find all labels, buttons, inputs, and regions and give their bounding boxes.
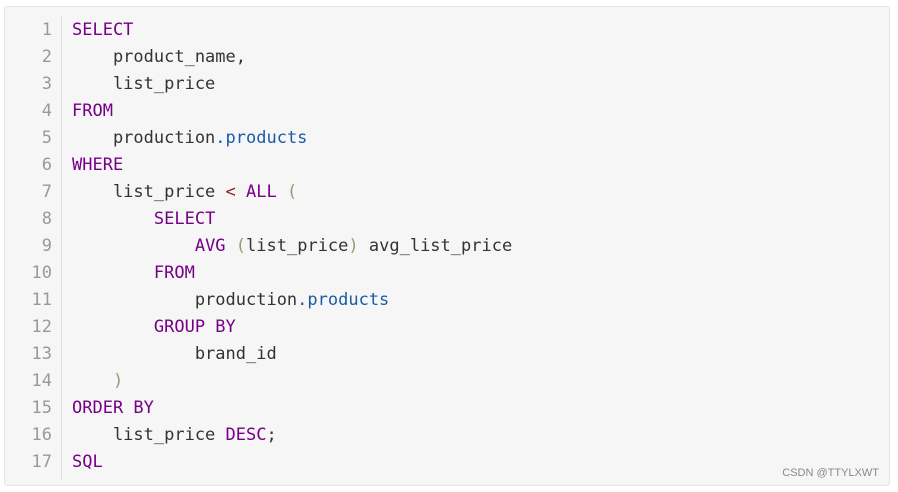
code-line: FROM (72, 260, 879, 287)
line-number: 1 (41, 20, 52, 40)
sql-keyword: FROM (153, 263, 195, 283)
code-token: list_price (72, 74, 216, 94)
sql-keyword: DESC (225, 425, 267, 445)
gutter-divider (61, 17, 62, 479)
code-line: product_name, (72, 44, 879, 71)
line-number: 7 (41, 182, 52, 202)
line-number: 14 (31, 371, 52, 391)
code-line: SELECT (72, 206, 879, 233)
code-token: avg_list_price (358, 236, 513, 256)
code-token: list_price (72, 425, 226, 445)
line-number: 2 (41, 47, 52, 67)
code-token (277, 182, 287, 202)
code-line: WHERE (72, 152, 879, 179)
sql-keyword: SELECT (72, 20, 134, 40)
sql-bracket: ( (235, 236, 247, 256)
code-line: list_price < ALL ( (72, 179, 879, 206)
sql-keyword: SELECT (153, 209, 216, 229)
line-number: 6 (41, 155, 52, 175)
sql-keyword: ALL (246, 182, 277, 202)
sql-keyword: GROUP BY (153, 317, 236, 337)
code-line: list_price DESC; (72, 422, 879, 449)
code-token: product_name, (72, 47, 246, 67)
code-line: brand_id (72, 341, 879, 368)
sql-keyword: SQL (72, 452, 103, 472)
code-line: list_price (72, 71, 879, 98)
code-token (236, 182, 246, 202)
line-number: 11 (31, 290, 52, 310)
line-number: 16 (31, 425, 52, 445)
code-token: brand_id (72, 344, 277, 364)
line-number: 17 (31, 452, 52, 472)
sql-keyword: FROM (72, 101, 113, 121)
line-number: 13 (31, 344, 52, 364)
sql-identifier: .products (215, 128, 308, 148)
code-line: production.products (72, 287, 879, 314)
line-number: 4 (41, 101, 52, 121)
watermark: CSDN @TTYLXWT (782, 467, 879, 479)
line-number: 8 (41, 209, 52, 229)
line-number: 5 (41, 128, 52, 148)
code-line: ORDER BY (72, 395, 879, 422)
code-token (72, 317, 154, 337)
code-line: SELECT (72, 17, 879, 44)
sql-identifier: .products (297, 290, 390, 310)
code-token: list_price (72, 182, 226, 202)
sql-operator: < (225, 182, 236, 202)
code-line: production.products (72, 125, 879, 152)
line-number: 3 (41, 74, 52, 94)
sql-bracket: ) (112, 371, 124, 391)
code-token (72, 209, 154, 229)
sql-bracket: ) (348, 236, 359, 256)
code-line: FROM (72, 98, 879, 125)
line-number: 12 (31, 317, 52, 337)
code-token: production (72, 128, 216, 148)
code-line: ) (72, 368, 879, 395)
code-token (72, 263, 154, 283)
code-token (72, 371, 113, 391)
code-line: GROUP BY (72, 314, 879, 341)
line-number: 10 (31, 263, 52, 283)
code-token: list_price (246, 236, 349, 256)
sql-bracket: ( (287, 182, 298, 202)
sql-keyword: WHERE (72, 155, 124, 175)
code-token (226, 236, 236, 256)
line-number: 15 (31, 398, 52, 418)
sql-keyword: ORDER BY (72, 398, 154, 418)
code-token (72, 236, 195, 256)
code-line: SQL (72, 449, 879, 476)
code-line: AVG (list_price) avg_list_price (72, 233, 879, 260)
code-token: production (72, 290, 298, 310)
sql-keyword: AVG (194, 236, 226, 256)
line-number: 9 (41, 236, 52, 256)
code-token: ; (266, 425, 277, 445)
